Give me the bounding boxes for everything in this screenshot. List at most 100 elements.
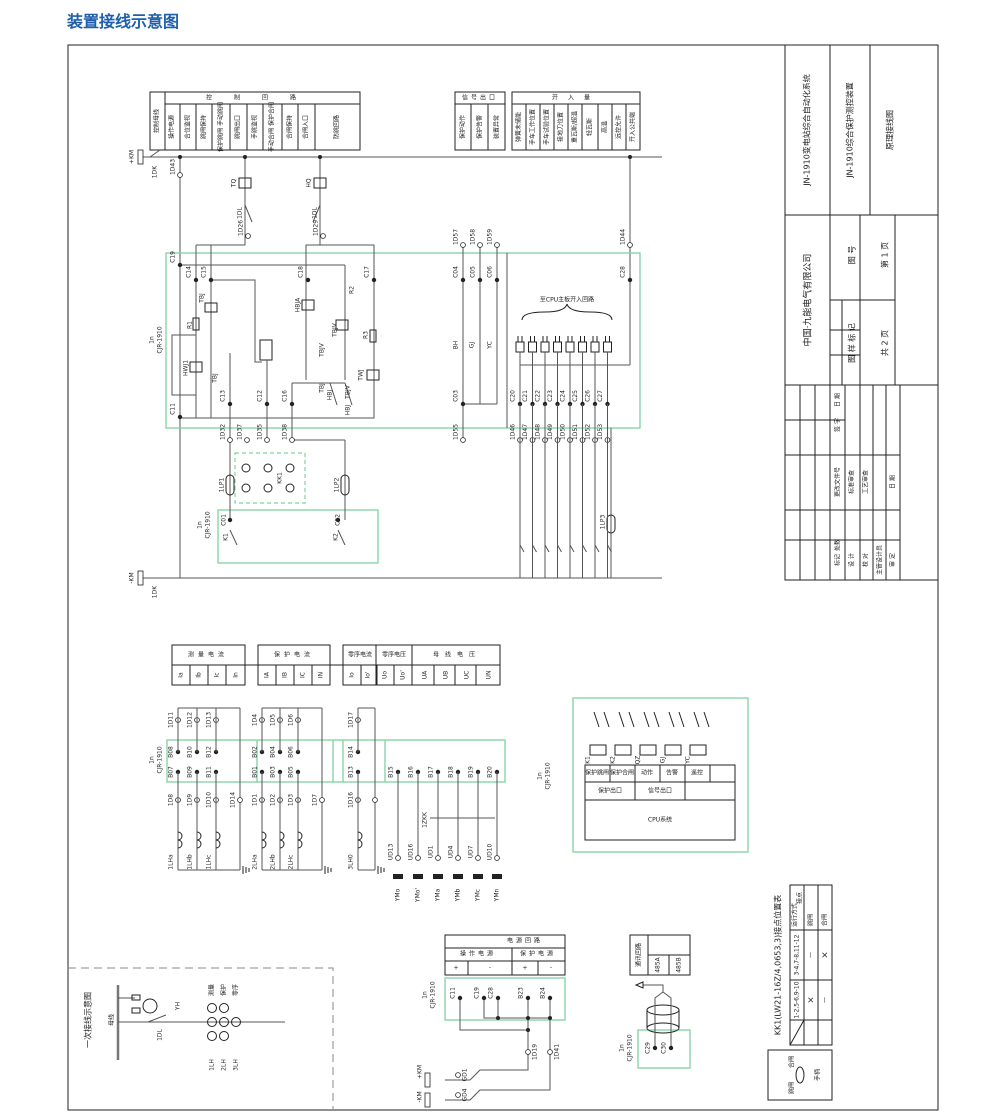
kk1-mark: — xyxy=(808,952,815,958)
terminal-label: 1D10 xyxy=(206,792,213,808)
terminal-label: 1D8 xyxy=(168,794,175,806)
terminal xyxy=(244,437,250,443)
terminal-label: 1D53 xyxy=(597,424,604,440)
control-column: 操作电源 xyxy=(168,115,176,139)
terminal xyxy=(395,855,401,861)
component-label: 1DL xyxy=(312,206,319,218)
device-model: CJR-1910 xyxy=(157,746,164,774)
terminal-label: 1D37 xyxy=(237,424,244,440)
ground-icon xyxy=(324,866,332,874)
table-cell: Ib xyxy=(196,672,203,678)
device-box-upper xyxy=(165,252,641,429)
terminal-label: 1D9 xyxy=(187,794,194,806)
terminal-label: C03 xyxy=(453,390,460,402)
terminal-label: C21 xyxy=(522,390,529,402)
terminal-label: B18 xyxy=(448,766,455,778)
terminal xyxy=(415,855,421,861)
kk1-mode: 合闸 xyxy=(821,914,829,926)
terminal-label: C04 xyxy=(453,266,460,278)
terminal-node xyxy=(289,401,295,407)
component-label: TBJ xyxy=(319,383,326,394)
power-sub-label: 操作电源 xyxy=(460,950,496,958)
switch-column: 手车试验位置 xyxy=(543,109,551,145)
ct-coil-icon xyxy=(357,831,363,849)
bus-label: YMa xyxy=(435,888,442,902)
revision-header: 日 期 xyxy=(834,393,842,407)
terminal-label: C24 xyxy=(560,390,567,402)
ct-icon xyxy=(219,1017,229,1027)
breaker-label: 1DL xyxy=(157,1028,164,1040)
switch-column: 重瓦斯/超温 xyxy=(571,111,579,143)
component-label: R1 xyxy=(187,321,194,329)
bus-label: -KM xyxy=(417,1091,424,1102)
terminal xyxy=(177,172,183,178)
terminal-node xyxy=(193,277,199,283)
control-circuit xyxy=(137,149,662,578)
table-cell: Uo' xyxy=(400,670,407,680)
terminal-label: 1D11 xyxy=(168,712,175,728)
terminal-label: B06 xyxy=(288,746,295,758)
table-cell: Io' xyxy=(365,671,372,678)
control-column: 防跳回路 xyxy=(333,115,341,139)
terminal-label: GD1 xyxy=(462,1068,469,1081)
ct-label: 1LHa xyxy=(168,854,175,870)
switch-contact-icon xyxy=(285,483,295,493)
terminal-label: 1D48 xyxy=(535,424,542,440)
terminal-label: B23 xyxy=(518,987,525,999)
terminal xyxy=(455,1072,461,1078)
device-label: 1n xyxy=(197,521,204,529)
kk1-table-title: KK1(LW21-16Z/4,0653,3)接点位置表 xyxy=(773,895,783,1036)
signal-group-label: 信号出口 xyxy=(462,94,498,102)
terminal-label: C30 xyxy=(661,1042,668,1054)
terminal-node xyxy=(264,401,270,407)
terminal-node xyxy=(305,277,311,283)
power-circuit xyxy=(424,934,566,1108)
ct-label: 1LHb xyxy=(187,854,194,870)
bus-label: YMn xyxy=(494,888,501,902)
terminal-label: 1D13 xyxy=(206,712,213,728)
terminal xyxy=(319,797,325,803)
terminal-label: B19 xyxy=(468,766,475,778)
terminal-label: B01 xyxy=(252,766,259,778)
kk1-mode: 跳闸 xyxy=(807,914,815,926)
optocoupler-icon xyxy=(528,341,537,353)
terminal-label: 1D50 xyxy=(560,424,567,440)
bus-label: 母线 xyxy=(108,1014,116,1026)
component-label: R2 xyxy=(349,286,356,294)
device-label: 1n xyxy=(619,1044,626,1052)
comm-cell: 485B xyxy=(676,957,683,973)
control-group-label: 控制回路 xyxy=(206,94,318,102)
output-cell: 保护合闸 xyxy=(610,769,634,777)
bus-label: YMc xyxy=(475,889,482,902)
terminal-label: B10 xyxy=(187,746,194,758)
pressplate-label: 1LP2 xyxy=(334,478,341,493)
drawing-name: 原理接线图 xyxy=(885,110,895,150)
table-group: 保护电流 xyxy=(274,651,314,659)
ct-label: 2LHa xyxy=(252,854,259,870)
kk1-contact: 3-4,7-8,11-12 xyxy=(794,934,801,975)
switch-column: 轻瓦斯 xyxy=(586,118,594,136)
control-bus-label: 控制母线 xyxy=(153,109,161,133)
component-label: HBJA xyxy=(295,297,302,312)
terminal-node xyxy=(668,1045,674,1051)
terminal-label: UD1 xyxy=(428,845,435,858)
terminal-node xyxy=(208,277,214,283)
terminal-label: 1D55 xyxy=(453,424,460,440)
terminal-label: C01 xyxy=(221,514,228,526)
page-title: 装置接线示意图 xyxy=(67,12,180,31)
polarity-sign: + xyxy=(522,965,527,972)
device-name: JN-1910综合保护测控装置 xyxy=(845,82,855,179)
terminal-label: C06 xyxy=(487,266,494,278)
switch-contact-icon xyxy=(263,463,273,473)
ct-label: 2LH xyxy=(221,1059,228,1071)
terminal xyxy=(237,797,243,803)
device-model: CJR-1910 xyxy=(205,511,212,539)
switch-column: 高温 xyxy=(601,121,609,133)
primary-title: 一次接线示意图 xyxy=(83,992,93,1048)
ct-icon xyxy=(207,1003,217,1013)
terminal xyxy=(525,1049,531,1055)
switch-contact-icon xyxy=(241,463,251,473)
relay-label: K1 xyxy=(585,756,592,764)
output-cell: 信号出口 xyxy=(648,787,672,795)
terminal xyxy=(455,1092,461,1098)
